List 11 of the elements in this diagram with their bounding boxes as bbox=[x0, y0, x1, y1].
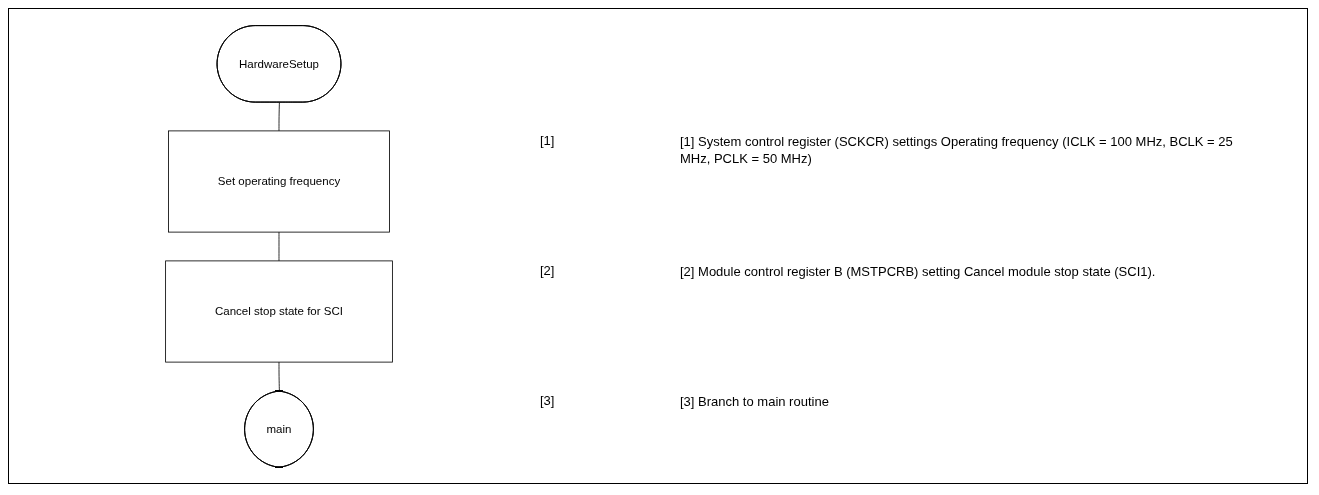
connector bbox=[278, 361, 280, 392]
step-marker: [1] bbox=[540, 132, 555, 148]
node-box bbox=[168, 130, 390, 233]
step-note: [2] Module control register B (MSTPCRB) setting Cancel module stop state (SCI1). bbox=[680, 262, 1157, 281]
step-marker: [2] bbox=[540, 262, 555, 278]
connector bbox=[278, 102, 280, 132]
step-note: [3] Branch to main routine bbox=[680, 392, 830, 411]
step-note: [1] System control register (SCKCR) settings Operating frequency (ICLK = 100 MHz, BCLK = 25 MHz, PCLK = 50 MHz) bbox=[680, 132, 1234, 168]
step-marker: [3] bbox=[540, 392, 555, 408]
node-box bbox=[165, 260, 393, 363]
connector bbox=[278, 231, 280, 262]
